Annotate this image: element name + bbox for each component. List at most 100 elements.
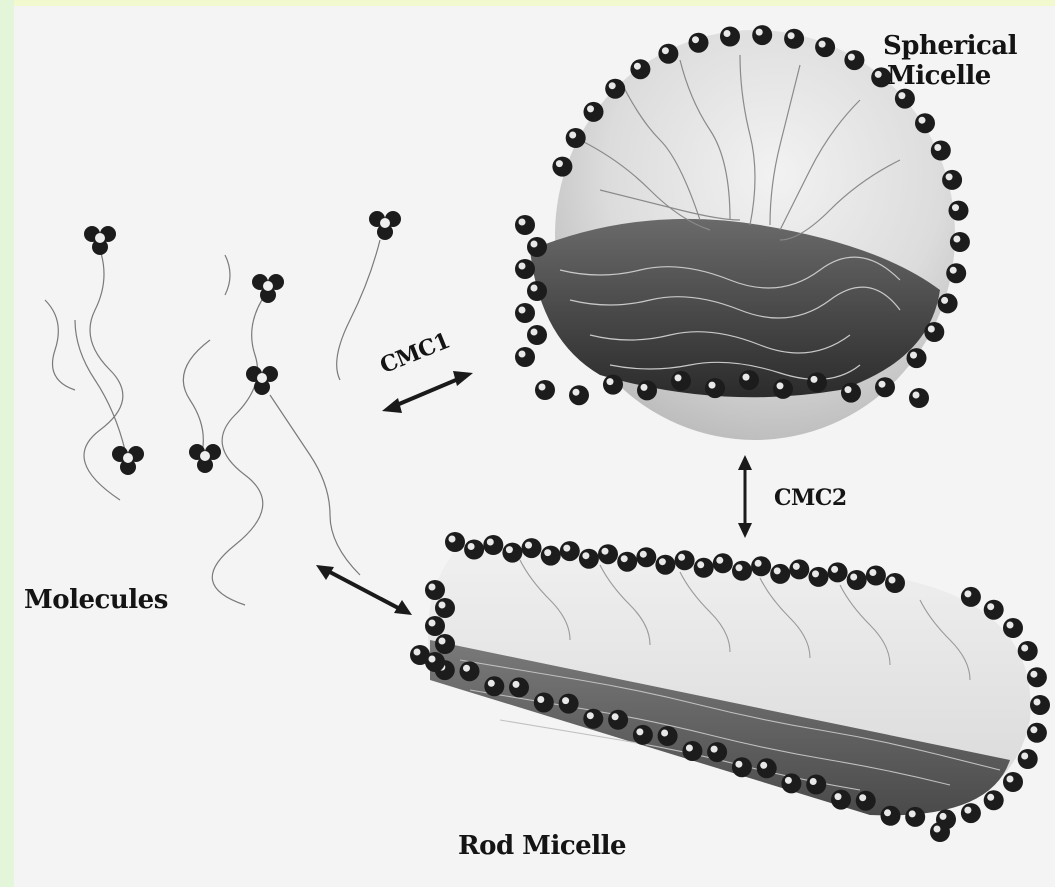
surfactant-head bbox=[515, 259, 535, 279]
surfactant-head bbox=[1027, 667, 1047, 687]
surfactant-head bbox=[770, 564, 790, 584]
surfactant-head bbox=[1027, 723, 1047, 743]
surfactant-head bbox=[522, 538, 542, 558]
molecule-tail bbox=[183, 340, 210, 460]
molecule-head bbox=[189, 444, 221, 473]
surfactant-head bbox=[515, 347, 535, 367]
surfactant-head bbox=[552, 157, 572, 177]
surfactant-head bbox=[961, 587, 981, 607]
surfactant-head bbox=[773, 379, 793, 399]
surfactant-head bbox=[909, 388, 929, 408]
surfactant-head bbox=[841, 383, 861, 403]
surfactant-head bbox=[847, 570, 867, 590]
surfactant-head bbox=[633, 725, 653, 745]
surfactant-head bbox=[527, 325, 547, 345]
surfactant-head bbox=[1003, 618, 1023, 638]
surfactant-head bbox=[535, 380, 555, 400]
spherical-micelle-label-line1: Spherical bbox=[883, 32, 1017, 60]
surfactant-head bbox=[732, 561, 752, 581]
surfactant-head bbox=[757, 758, 777, 778]
surfactant-head bbox=[938, 293, 958, 313]
surfactant-head bbox=[579, 549, 599, 569]
surfactant-head bbox=[1018, 749, 1038, 769]
free-molecules bbox=[45, 211, 401, 605]
surfactant-head bbox=[752, 25, 772, 45]
rod-micelle-label: Rod Micelle bbox=[458, 832, 626, 860]
molecule-head bbox=[246, 366, 278, 395]
molecule-tail bbox=[270, 395, 360, 575]
surfactant-head bbox=[689, 33, 709, 53]
surfactant-head bbox=[806, 775, 826, 795]
cmc2-label: CMC2 bbox=[774, 484, 847, 512]
spherical-micelle-label-line2: Micelle bbox=[887, 62, 991, 90]
surfactant-head bbox=[603, 375, 623, 395]
surfactant-head bbox=[885, 573, 905, 593]
molecule-tail bbox=[337, 240, 380, 380]
molecule-head bbox=[252, 274, 284, 303]
surfactant-head bbox=[527, 237, 547, 257]
surfactant-head bbox=[559, 694, 579, 714]
surfactant-head bbox=[713, 553, 733, 573]
surfactant-head bbox=[1003, 772, 1023, 792]
surfactant-head bbox=[608, 710, 628, 730]
surfactant-head bbox=[739, 370, 759, 390]
arrow-molecules-rod bbox=[316, 565, 412, 615]
surfactant-head bbox=[751, 556, 771, 576]
arrow-cmc2 bbox=[738, 455, 752, 538]
surfactant-head bbox=[915, 113, 935, 133]
surfactant-head bbox=[515, 215, 535, 235]
surfactant-head bbox=[789, 559, 809, 579]
surfactant-head bbox=[560, 541, 580, 561]
surfactant-head bbox=[807, 372, 827, 392]
molecule-tail bbox=[84, 250, 123, 500]
surfactant-head bbox=[598, 544, 618, 564]
surfactant-head bbox=[460, 661, 480, 681]
surfactant-head bbox=[569, 385, 589, 405]
surfactant-head bbox=[1030, 695, 1050, 715]
surfactant-head bbox=[875, 377, 895, 397]
molecules-label: Molecules bbox=[24, 586, 168, 614]
surfactant-head bbox=[984, 790, 1004, 810]
surfactant-head bbox=[655, 555, 675, 575]
surfactant-head bbox=[720, 27, 740, 47]
surfactant-head bbox=[707, 742, 727, 762]
surfactant-head bbox=[946, 263, 966, 283]
surfactant-head bbox=[617, 552, 637, 572]
surfactant-head bbox=[484, 676, 504, 696]
surfactant-head bbox=[831, 790, 851, 810]
molecule-tail bbox=[45, 300, 75, 390]
surfactant-head bbox=[844, 50, 864, 70]
surfactant-head bbox=[671, 371, 691, 391]
surfactant-head bbox=[464, 540, 484, 560]
surfactant-head bbox=[781, 773, 801, 793]
surfactant-head bbox=[694, 558, 714, 578]
molecule-head bbox=[112, 446, 144, 475]
surfactant-head bbox=[637, 380, 657, 400]
surfactant-head bbox=[1018, 641, 1038, 661]
surfactant-head bbox=[445, 532, 465, 552]
surfactant-head bbox=[682, 741, 702, 761]
surfactant-head bbox=[541, 546, 561, 566]
surfactant-head bbox=[435, 634, 455, 654]
surfactant-head bbox=[809, 567, 829, 587]
surfactant-head bbox=[675, 550, 695, 570]
surfactant-head bbox=[961, 803, 981, 823]
surfactant-head bbox=[605, 79, 625, 99]
surfactant-head bbox=[509, 677, 529, 697]
surfactant-head bbox=[583, 709, 603, 729]
surfactant-head bbox=[784, 29, 804, 49]
surfactant-head bbox=[942, 170, 962, 190]
surfactant-head bbox=[630, 59, 650, 79]
surfactant-head bbox=[527, 281, 547, 301]
surfactant-head bbox=[930, 822, 950, 842]
surfactant-head bbox=[566, 128, 586, 148]
surfactant-head bbox=[856, 791, 876, 811]
surfactant-head bbox=[828, 562, 848, 582]
surfactant-head bbox=[483, 535, 503, 555]
surfactant-head bbox=[515, 303, 535, 323]
surfactant-head bbox=[425, 580, 445, 600]
surfactant-head bbox=[924, 322, 944, 342]
molecule-tail bbox=[225, 255, 230, 295]
surfactant-head bbox=[815, 37, 835, 57]
